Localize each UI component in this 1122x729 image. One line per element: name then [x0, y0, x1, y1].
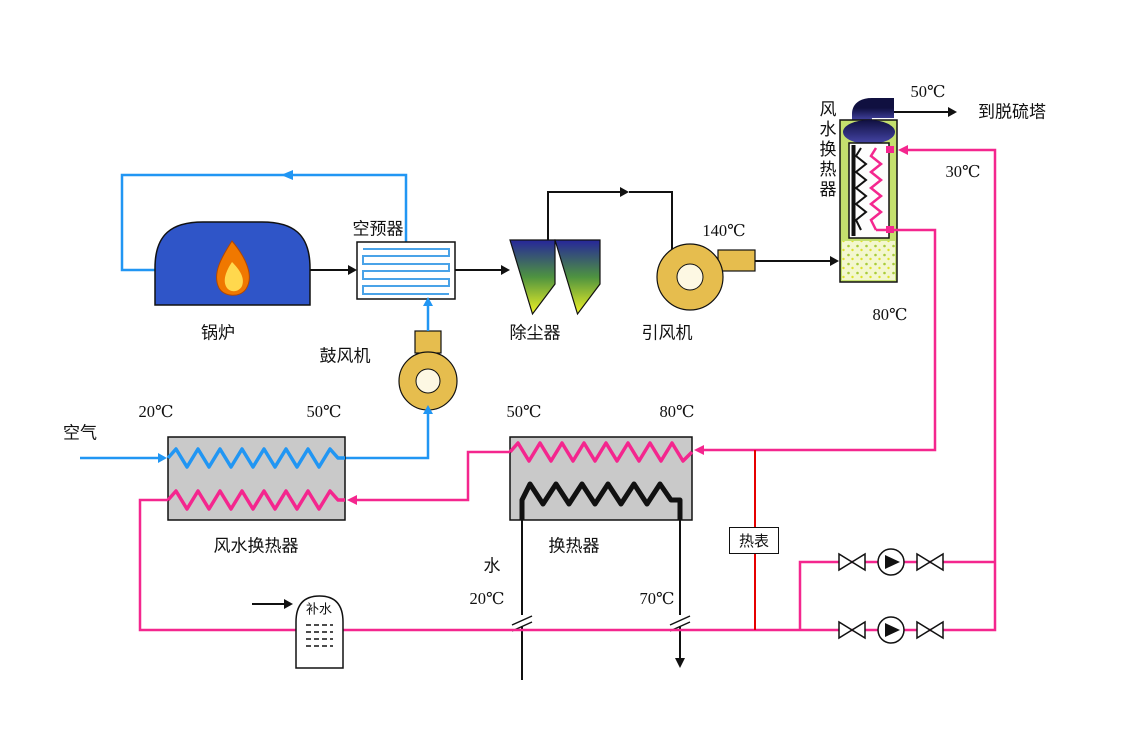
valve-icon — [850, 552, 866, 572]
valve-icon — [916, 552, 932, 572]
tap-water-lines — [511, 481, 691, 680]
valve-icon — [916, 620, 932, 640]
label-forced-fan: 鼓风机 — [319, 346, 371, 366]
heat-meter: 热表 — [729, 527, 779, 554]
air-water-heat-exchanger — [166, 436, 346, 521]
label-makeup-water: 补水 — [305, 601, 333, 617]
pump-valve-group-top — [838, 548, 944, 576]
label-water: 水 — [483, 556, 501, 576]
heat-meter-label: 热表 — [738, 534, 769, 550]
label-induced-fan: 引风机 — [641, 323, 693, 343]
valve-icon — [928, 620, 944, 640]
valve-icon — [928, 552, 944, 572]
label-air-preheater: 空预器 — [352, 219, 404, 239]
induced-draft-fan — [656, 243, 756, 311]
temp-hx-inlet: 50℃ — [506, 401, 542, 421]
label-air-inlet: 空气 — [63, 423, 97, 443]
temp-water-inlet: 20℃ — [469, 588, 505, 608]
flue-gas-water-heat-exchanger — [839, 98, 957, 283]
temp-fan-outlet: 140℃ — [702, 220, 746, 240]
label-to-desulfurizer: 到脱硫塔 — [978, 102, 1046, 122]
temp-water-outlet: 70℃ — [639, 588, 675, 608]
label-air-water-hx: 风水换热器 — [213, 536, 299, 556]
temp-supply-water: 80℃ — [872, 304, 908, 324]
water-heat-exchanger — [508, 436, 694, 521]
label-flue-gas-hx: 风水换热器 — [816, 100, 836, 200]
makeup-water-tank — [252, 595, 344, 669]
label-boiler: 锅炉 — [201, 323, 235, 343]
pump-valve-group-bottom — [838, 616, 944, 644]
forced-draft-fan — [398, 330, 458, 411]
temp-hx-outlet: 80℃ — [659, 401, 695, 421]
valve-icon — [850, 620, 866, 640]
boiler — [154, 221, 311, 306]
temp-stack-outlet: 50℃ — [910, 81, 946, 101]
dust-collector — [509, 239, 601, 316]
valve-icon — [838, 552, 854, 572]
air-preheater — [356, 241, 456, 300]
flue-gas-duct-lines — [310, 187, 839, 275]
air-lines — [80, 297, 433, 463]
label-dust-collector: 除尘器 — [509, 323, 561, 343]
temp-return-water: 30℃ — [945, 161, 981, 181]
temp-air-outlet: 50℃ — [306, 401, 342, 421]
temp-air-inlet: 20℃ — [138, 401, 174, 421]
hot-air-recirculation-line — [120, 170, 408, 272]
valve-icon — [838, 620, 854, 640]
label-heat-exchanger: 换热器 — [548, 536, 600, 556]
